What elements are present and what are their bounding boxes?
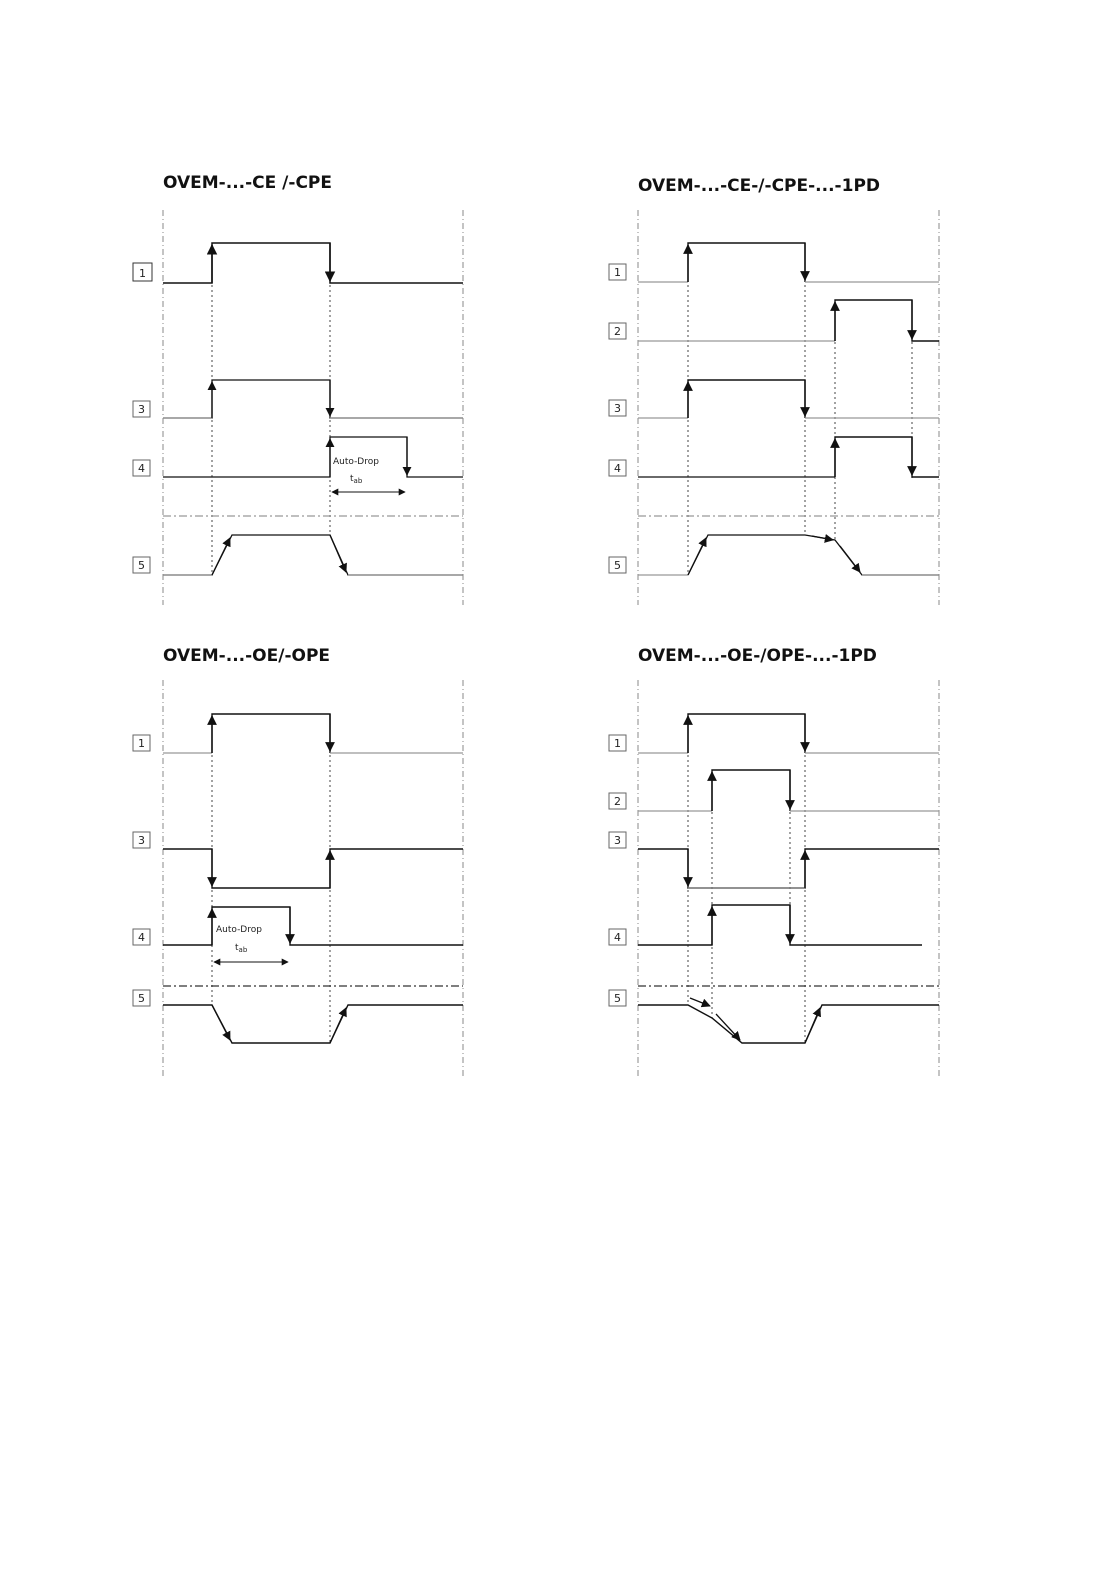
svg-text:3: 3 — [138, 403, 145, 416]
signal-3-trace — [688, 380, 805, 418]
svg-text:5: 5 — [614, 559, 621, 572]
signal-label-4: 4 — [609, 460, 626, 476]
signal-3-trace — [163, 849, 463, 888]
diagram-title: OVEM-...-OE/-OPE — [163, 646, 330, 666]
svg-text:5: 5 — [138, 992, 145, 1005]
signal-1-trace — [688, 714, 805, 753]
signal-1-trace — [688, 243, 805, 282]
signal-label-4: 4 — [133, 929, 150, 945]
diagram-oe-ope-1pd: OVEM-...-OE-/OPE-...-1PD 1 2 3 4 5 — [609, 646, 939, 1078]
signal-5-trace — [688, 535, 939, 575]
svg-text:4: 4 — [614, 931, 621, 944]
svg-text:Auto-Drop: Auto-Drop — [216, 925, 262, 935]
svg-text:5: 5 — [614, 992, 621, 1005]
signal-label-3: 3 — [133, 832, 150, 848]
svg-text:Auto-Drop: Auto-Drop — [333, 457, 379, 467]
svg-text:4: 4 — [614, 462, 621, 475]
diagram-title: OVEM-...-CE /-CPE — [163, 173, 332, 193]
signal-label-4: 4 — [133, 460, 150, 476]
signal-2-trace — [712, 770, 790, 811]
signal-label-5: 5 — [609, 990, 626, 1006]
signal-5-trace — [163, 535, 463, 575]
svg-text:3: 3 — [138, 834, 145, 847]
diagram-oe-ope: OVEM-...-OE/-OPE 1 3 4 5 Auto-Drop tab — [133, 646, 463, 1078]
diagram-title: OVEM-...-OE-/OPE-...-1PD — [638, 646, 877, 666]
signal-label-5: 5 — [133, 990, 150, 1006]
signal-label-5: 5 — [609, 557, 626, 573]
svg-text:1: 1 — [138, 737, 145, 750]
svg-text:4: 4 — [138, 462, 145, 475]
svg-text:1: 1 — [614, 737, 621, 750]
diagram-title: OVEM-...-CE-/-CPE-...-1PD — [638, 176, 880, 196]
signal-5-trace — [163, 1005, 463, 1043]
signal-4-trace — [638, 905, 922, 945]
signal-label-3: 3 — [133, 401, 150, 417]
svg-text:4: 4 — [138, 931, 145, 944]
signal-3-trace — [163, 380, 463, 418]
svg-text:2: 2 — [614, 795, 621, 808]
svg-text:3: 3 — [614, 834, 621, 847]
svg-text:3: 3 — [614, 402, 621, 415]
svg-text:tab: tab — [235, 943, 248, 954]
signal-3-trace — [638, 849, 939, 888]
signal-label-1: 1 — [133, 263, 152, 281]
svg-text:2: 2 — [614, 325, 621, 338]
svg-text:tab: tab — [350, 474, 363, 485]
signal-4-trace — [835, 437, 939, 477]
signal-4-trace — [163, 907, 463, 945]
signal-2-trace — [835, 300, 939, 341]
svg-text:5: 5 — [138, 559, 145, 572]
signal-label-3: 3 — [609, 832, 626, 848]
svg-text:1: 1 — [139, 267, 146, 280]
diagram-ce-cpe: OVEM-...-CE /-CPE 1 3 4 5 Auto-Drop tab — [133, 173, 463, 605]
signal-label-1: 1 — [133, 735, 150, 751]
signal-label-4: 4 — [609, 929, 626, 945]
diagram-ce-cpe-1pd: OVEM-...-CE-/-CPE-...-1PD 1 2 3 4 5 — [609, 176, 939, 605]
signal-1-trace — [212, 714, 330, 753]
signal-5-trace — [638, 1005, 939, 1043]
svg-text:1: 1 — [614, 266, 621, 279]
signal-label-1: 1 — [609, 264, 626, 280]
signal-4-trace — [163, 437, 463, 477]
signal-label-2: 2 — [609, 323, 626, 339]
auto-drop-annotation: Auto-Drop tab — [332, 457, 405, 492]
signal-1-trace — [163, 243, 463, 283]
auto-drop-annotation: Auto-Drop tab — [214, 925, 288, 962]
signal-label-3: 3 — [609, 400, 626, 416]
signal-label-1: 1 — [609, 735, 626, 751]
signal-label-2: 2 — [609, 793, 626, 809]
signal-label-5: 5 — [133, 557, 150, 573]
